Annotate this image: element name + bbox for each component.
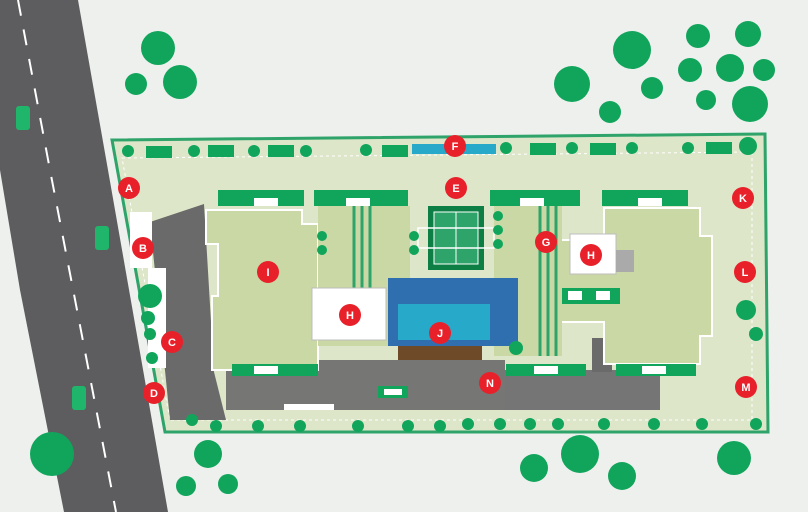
marker-label: I — [266, 267, 269, 279]
planter-inserts — [254, 198, 666, 395]
marker-circle — [257, 261, 279, 283]
marker-n: N — [479, 372, 501, 394]
car — [16, 106, 30, 130]
marker-layer: A B C D E F G H H I J K L M N — [118, 135, 757, 404]
marker-label: E — [452, 183, 459, 195]
car — [72, 386, 86, 410]
marker-circle — [143, 382, 165, 404]
marker-l: L — [734, 261, 756, 283]
marker-circle — [734, 261, 756, 283]
top-parking — [146, 142, 732, 158]
marker-label: C — [168, 337, 176, 349]
solar-roof — [388, 278, 518, 346]
marker-circle — [445, 177, 467, 199]
marker-circle — [429, 322, 451, 344]
marker-e: E — [445, 177, 467, 199]
marker-label: B — [139, 243, 147, 255]
bottom-walkway — [284, 404, 334, 410]
marker-circle — [161, 331, 183, 353]
marker-c: C — [161, 331, 183, 353]
marker-label: H — [587, 250, 595, 262]
marker-k: K — [732, 187, 754, 209]
marker-i: I — [257, 261, 279, 283]
marker-circle — [735, 376, 757, 398]
road-cars — [16, 106, 109, 410]
marker-circle — [339, 304, 361, 326]
deck — [398, 346, 482, 360]
marker-label: J — [437, 328, 443, 340]
bottom-shrub-row — [186, 414, 762, 432]
marker-label: N — [486, 378, 494, 390]
marker-circle — [118, 177, 140, 199]
marker-f: F — [444, 135, 466, 157]
marker-j: J — [429, 322, 451, 344]
outer-trees — [30, 21, 775, 496]
marker-circle — [444, 135, 466, 157]
marker-a: A — [118, 177, 140, 199]
marker-label: G — [542, 237, 551, 249]
annex — [616, 250, 634, 272]
marker-m: M — [735, 376, 757, 398]
site-shrubs — [122, 137, 763, 364]
marker-b: B — [132, 237, 154, 259]
marker-circle — [535, 231, 557, 253]
marker-label: M — [741, 382, 750, 394]
marker-label: D — [150, 388, 158, 400]
garden-paths — [352, 206, 558, 356]
marker-circle — [580, 244, 602, 266]
marker-label: L — [742, 267, 749, 279]
marker-circle — [732, 187, 754, 209]
marker-label: F — [452, 141, 459, 153]
road — [0, 0, 168, 512]
marker-circle — [132, 237, 154, 259]
marker-label: A — [125, 183, 133, 195]
marker-label: H — [346, 310, 354, 322]
marker-h2: H — [580, 244, 602, 266]
building-i — [205, 209, 319, 371]
marker-label: K — [739, 193, 747, 205]
marker-g: G — [535, 231, 557, 253]
marker-circle — [479, 372, 501, 394]
car — [95, 226, 109, 250]
road-center-line — [17, 0, 117, 512]
marker-d: D — [143, 382, 165, 404]
marker-h1: H — [339, 304, 361, 326]
sports-court — [417, 206, 495, 270]
